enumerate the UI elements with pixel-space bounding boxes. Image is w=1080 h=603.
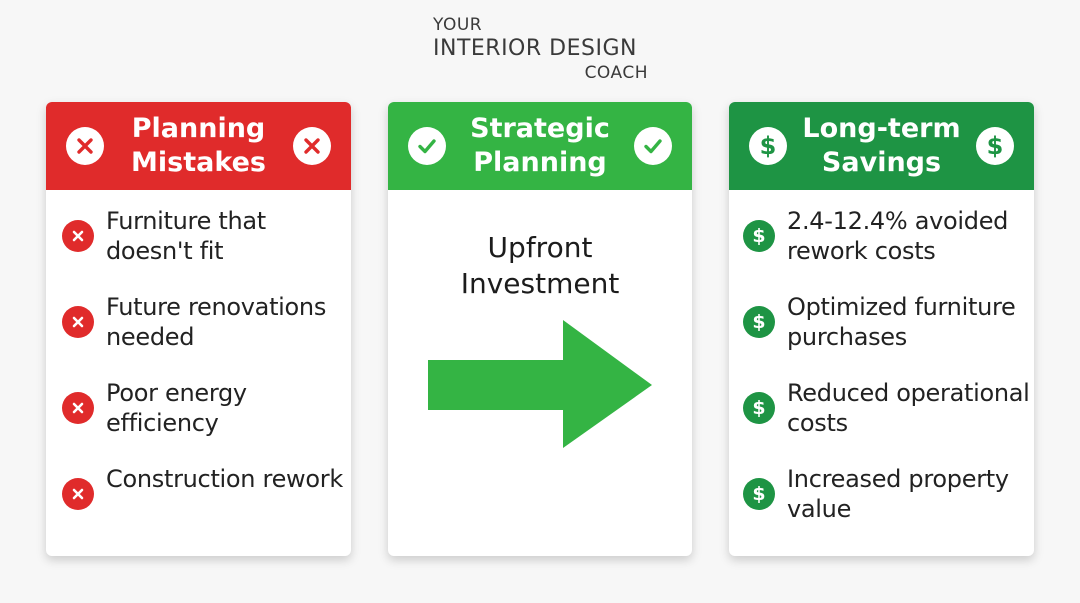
dollar-circle-icon: $ [743,306,775,338]
x-circle-icon [62,478,94,510]
list-item: Construction rework [62,464,351,550]
mistakes-list: Furniture that doesn't fit Future renova… [46,190,351,550]
item-text: Furniture that doesn't fit [106,207,266,265]
check-circle-icon [634,127,672,165]
list-item: $ Optimized furniture purchases [743,292,1034,378]
item-text: Construction rework [106,465,343,493]
item-text: 2.4-12.4% avoided rework costs [787,207,1009,265]
card-title: Strategic Planning [470,113,610,178]
dollar-circle-icon: $ [743,392,775,424]
strategic-planning-card: Strategic Planning Upfront Investment [388,102,692,556]
brand-line-3: COACH [584,63,648,83]
card-header: Planning Mistakes [46,102,351,190]
right-arrow-icon [428,320,652,448]
card-header: $ Long-term Savings $ [729,102,1034,190]
x-circle-icon [293,127,331,165]
list-item: $ Reduced operational costs [743,378,1034,464]
upfront-investment-label: Upfront Investment [460,231,620,300]
card-title: Planning Mistakes [131,113,266,178]
brand-line-2: INTERIOR DESIGN [433,36,637,61]
dollar-circle-icon: $ [976,127,1014,165]
card-title: Long-term Savings [802,113,961,178]
dollar-circle-icon: $ [743,220,775,252]
item-text: Poor energy efficiency [106,379,247,437]
long-term-savings-card: $ Long-term Savings $ $ 2.4-12.4% avoide… [729,102,1034,556]
savings-list: $ 2.4-12.4% avoided rework costs $ Optim… [729,190,1034,550]
list-item: Poor energy efficiency [62,378,351,464]
x-circle-icon [62,220,94,252]
x-circle-icon [62,392,94,424]
dollar-circle-icon: $ [743,478,775,510]
brand-logo: YOUR INTERIOR DESIGN COACH [433,14,648,84]
planning-mistakes-card: Planning Mistakes Furniture that doesn't… [46,102,351,556]
x-circle-icon [62,306,94,338]
check-circle-icon [408,127,446,165]
brand-line-1: YOUR [433,15,483,35]
dollar-circle-icon: $ [749,127,787,165]
card-header: Strategic Planning [388,102,692,190]
list-item: Future renovations needed [62,292,351,378]
item-text: Reduced operational costs [787,379,1030,437]
list-item: $ 2.4-12.4% avoided rework costs [743,206,1034,292]
item-text: Optimized furniture purchases [787,293,1016,351]
list-item: Furniture that doesn't fit [62,206,351,292]
item-text: Future renovations needed [106,293,327,351]
x-circle-icon [66,127,104,165]
list-item: $ Increased property value [743,464,1034,550]
item-text: Increased property value [787,465,1009,523]
